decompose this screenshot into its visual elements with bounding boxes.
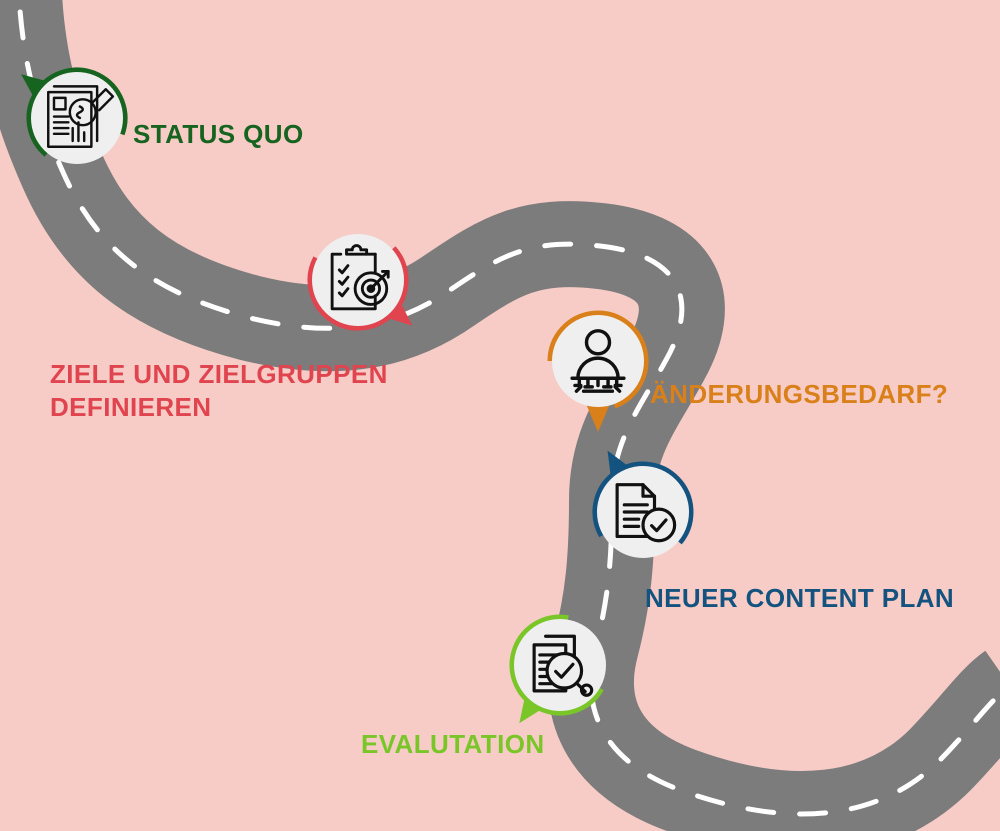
document-check-icon — [597, 466, 689, 558]
milestone-aenderungsbedarf[interactable] — [543, 309, 653, 439]
milestone-ziele-und-zielgruppen[interactable] — [303, 228, 413, 358]
clipboard-target-icon — [312, 234, 404, 326]
road-center-line — [16, 0, 1000, 817]
person-gear-icon — [552, 315, 644, 407]
milestone-evalutation[interactable] — [505, 613, 615, 743]
chart-document-magnifier-icon — [31, 72, 123, 164]
step-label-evalutation: EVALUTATION — [361, 729, 545, 759]
step-label-aenderungsbedarf: ÄNDERUNGSBEDARF? — [650, 379, 949, 409]
step-label-neuer-content-plan: NEUER CONTENT PLAN — [645, 583, 955, 613]
step-label-ziele-und-zielgruppen: ZIELE UND ZIELGRUPPEN DEFINIEREN — [50, 359, 388, 423]
document-magnifier-check-icon — [514, 619, 606, 711]
milestone-neuer-content-plan[interactable] — [588, 450, 698, 590]
step-label-status-quo: STATUS QUO — [133, 119, 304, 149]
milestone-status-quo[interactable] — [21, 66, 132, 196]
pin-tail — [585, 402, 611, 432]
